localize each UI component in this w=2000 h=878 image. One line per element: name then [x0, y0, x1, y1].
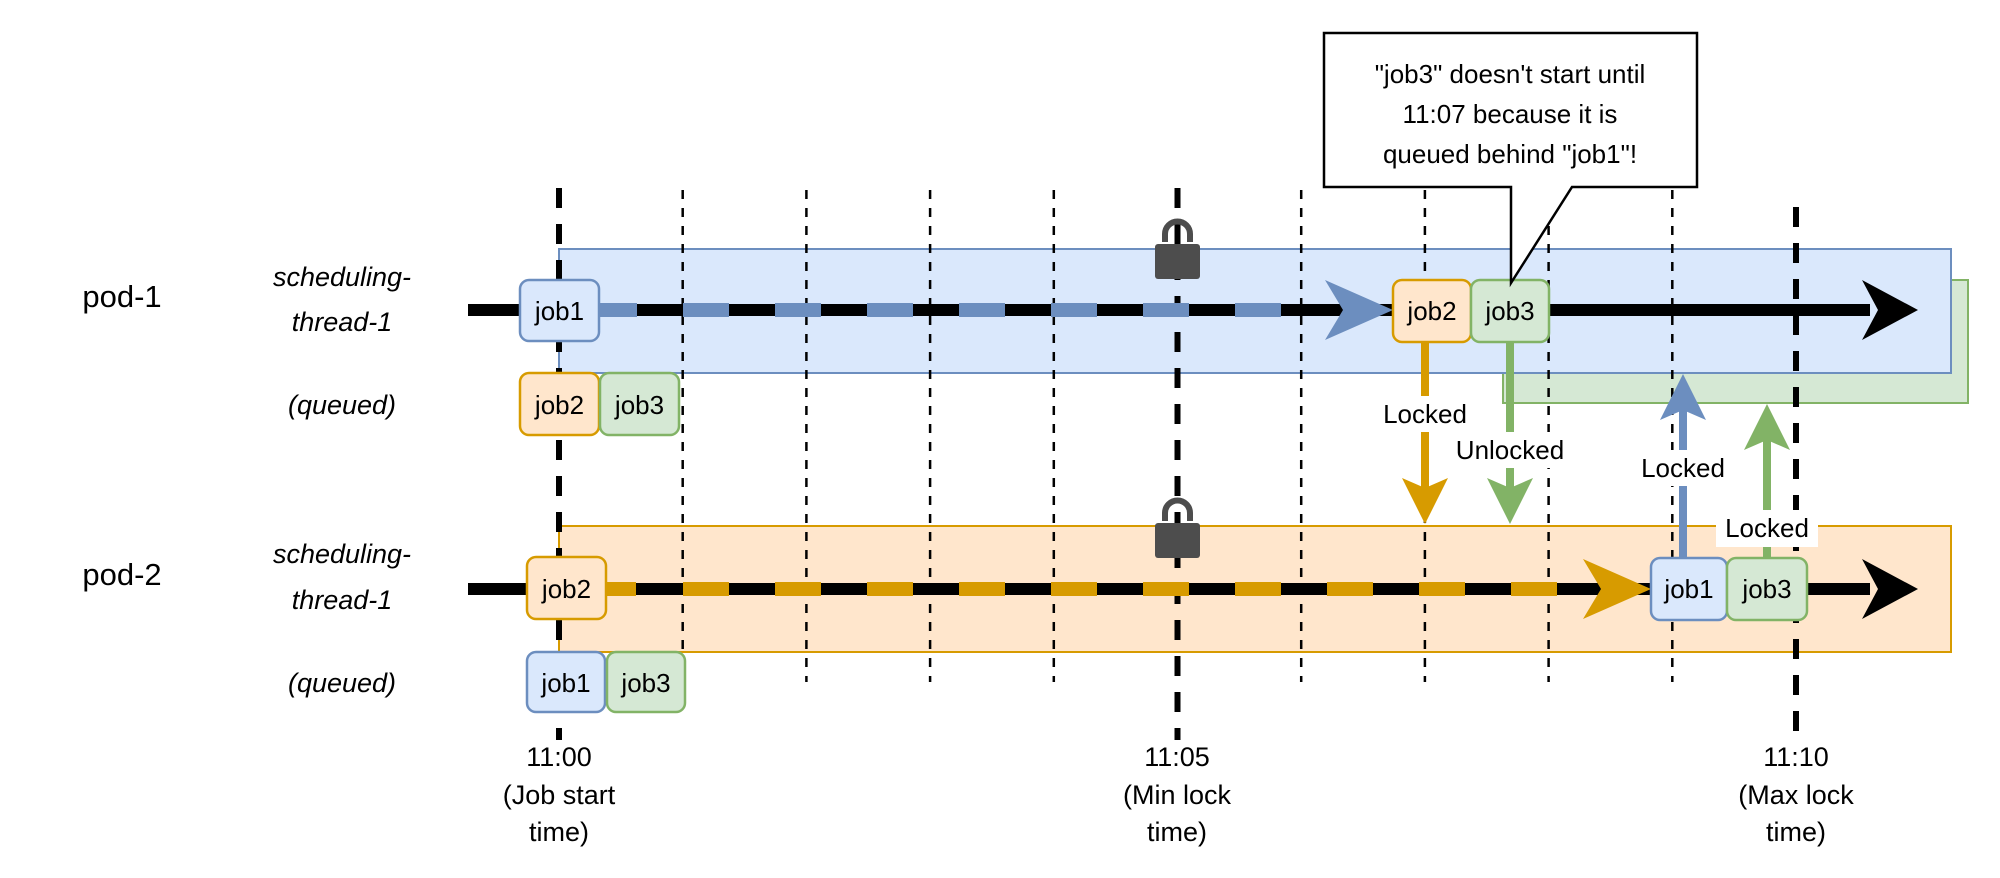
svg-text:time): time): [1766, 817, 1826, 847]
thread-label: scheduling-: [273, 262, 411, 292]
thread-label: thread-1: [292, 585, 393, 615]
thread-label: scheduling-: [273, 539, 411, 569]
job-box-job3: job3: [598, 371, 681, 437]
job-box-job1: job1: [1649, 556, 1729, 622]
flow-arrow-job3-unlocked: [1487, 342, 1533, 524]
flow-label: Locked: [1383, 399, 1467, 429]
svg-text:time): time): [529, 817, 589, 847]
pod-1-timeline: [468, 280, 1918, 340]
time-mark-1110: 11:10 (Max lock time): [1738, 742, 1854, 847]
job-box-job3: job3: [1725, 556, 1809, 622]
pod-2-orange-arrowhead: [1583, 559, 1651, 619]
svg-text:job1: job1: [534, 296, 584, 326]
progress-dash: [683, 303, 729, 317]
pod-2-timeline: [468, 559, 1918, 619]
pod-label: pod-1: [82, 279, 161, 314]
svg-text:"job3" doesn't start until: "job3" doesn't start until: [1375, 59, 1646, 89]
svg-text:job1: job1: [1663, 574, 1713, 604]
progress-dash: [1143, 582, 1189, 596]
progress-dash: [1235, 582, 1281, 596]
svg-text:(Min lock: (Min lock: [1123, 780, 1232, 810]
progress-dash: [1235, 303, 1281, 317]
svg-text:job3: job3: [620, 668, 670, 698]
pod-2-arrowhead: [1862, 559, 1918, 619]
job-box-job1: job1: [525, 650, 607, 714]
flow-label: Locked: [1641, 453, 1725, 483]
pod-label: pod-2: [82, 557, 161, 592]
callout: "job3" doesn't start until 11:07 because…: [1322, 31, 1699, 288]
progress-dash: [867, 582, 913, 596]
progress-dash: [683, 582, 729, 596]
time-mark-1105: 11:05 (Min lock time): [1123, 742, 1232, 847]
progress-dash: [959, 582, 1005, 596]
pod-1-arrowhead: [1862, 280, 1918, 340]
lock-icon: [1155, 218, 1200, 279]
svg-text:job2: job2: [534, 390, 584, 420]
job-box-job2: job2: [525, 555, 608, 621]
svg-text:job3: job3: [614, 390, 664, 420]
job-box-job1: job1: [518, 278, 601, 343]
progress-dash: [775, 303, 821, 317]
progress-dash: [606, 582, 636, 596]
job-box-job3: job3: [605, 650, 687, 714]
svg-text:11:10: 11:10: [1763, 742, 1829, 772]
flow-label: Unlocked: [1456, 435, 1564, 465]
pod-1-blue-arrowhead: [1325, 280, 1393, 340]
job-box-job2: job2: [1391, 278, 1473, 344]
thread-label: thread-1: [292, 307, 393, 337]
svg-text:queued behind "job1"!: queued behind "job1"!: [1383, 139, 1637, 169]
queued-label: (queued): [288, 390, 396, 420]
flow-label: Locked: [1725, 513, 1809, 543]
svg-text:11:05: 11:05: [1144, 742, 1210, 772]
lock-icon: [1155, 497, 1200, 558]
svg-text:11:00: 11:00: [526, 742, 592, 772]
svg-text:11:07 because it is: 11:07 because it is: [1403, 99, 1618, 129]
progress-dash: [1511, 582, 1557, 596]
progress-dash: [1051, 303, 1097, 317]
svg-text:job3: job3: [1484, 296, 1534, 326]
progress-dash: [1051, 582, 1097, 596]
svg-text:job2: job2: [1406, 296, 1456, 326]
progress-dash: [1419, 582, 1465, 596]
svg-text:job1: job1: [540, 668, 590, 698]
svg-text:time): time): [1147, 817, 1207, 847]
progress-dash: [599, 303, 637, 317]
queued-label: (queued): [288, 668, 396, 698]
progress-dash: [867, 303, 913, 317]
svg-text:job2: job2: [541, 574, 591, 604]
svg-text:(Max lock: (Max lock: [1738, 780, 1854, 810]
progress-dash: [959, 303, 1005, 317]
progress-dash: [1143, 303, 1189, 317]
svg-text:job3: job3: [1741, 574, 1791, 604]
job-box-job3: job3: [1469, 278, 1551, 344]
time-mark-1100: 11:00 (Job start time): [503, 742, 616, 847]
progress-dash: [775, 582, 821, 596]
svg-text:(Job start: (Job start: [503, 780, 616, 810]
job-box-job2: job2: [518, 371, 601, 437]
progress-dash: [1327, 582, 1373, 596]
